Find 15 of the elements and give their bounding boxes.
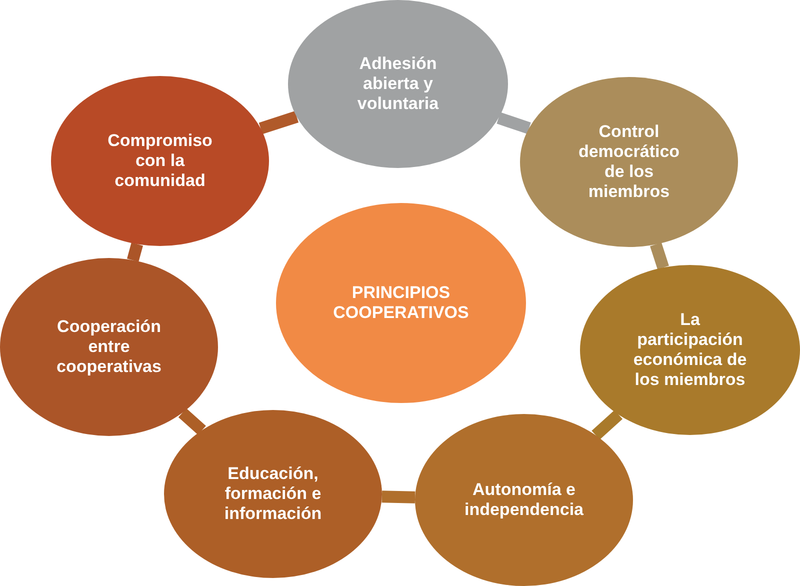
connector-line [650, 242, 669, 270]
connector-line [496, 112, 531, 134]
principle-label: Compromiso con la comunidad [106, 131, 214, 191]
principle-label: Adhesión abierta y voluntaria [356, 54, 440, 114]
principle-label: Educación, formación e información [223, 464, 323, 524]
connector-line [178, 408, 206, 435]
connector-line [258, 111, 299, 134]
connector-line [592, 410, 623, 440]
connector-line [382, 490, 416, 504]
principle-label: PRINCIPIOS COOPERATIVOS [332, 283, 470, 323]
principle-label: Autonomía e independencia [463, 480, 585, 520]
principle-label: Control democrático de los miembros [577, 122, 681, 202]
connector-line [127, 242, 143, 262]
principle-label: Cooperación entre cooperativas [56, 317, 162, 377]
principle-label: La participación económica de los miembros [632, 310, 748, 390]
